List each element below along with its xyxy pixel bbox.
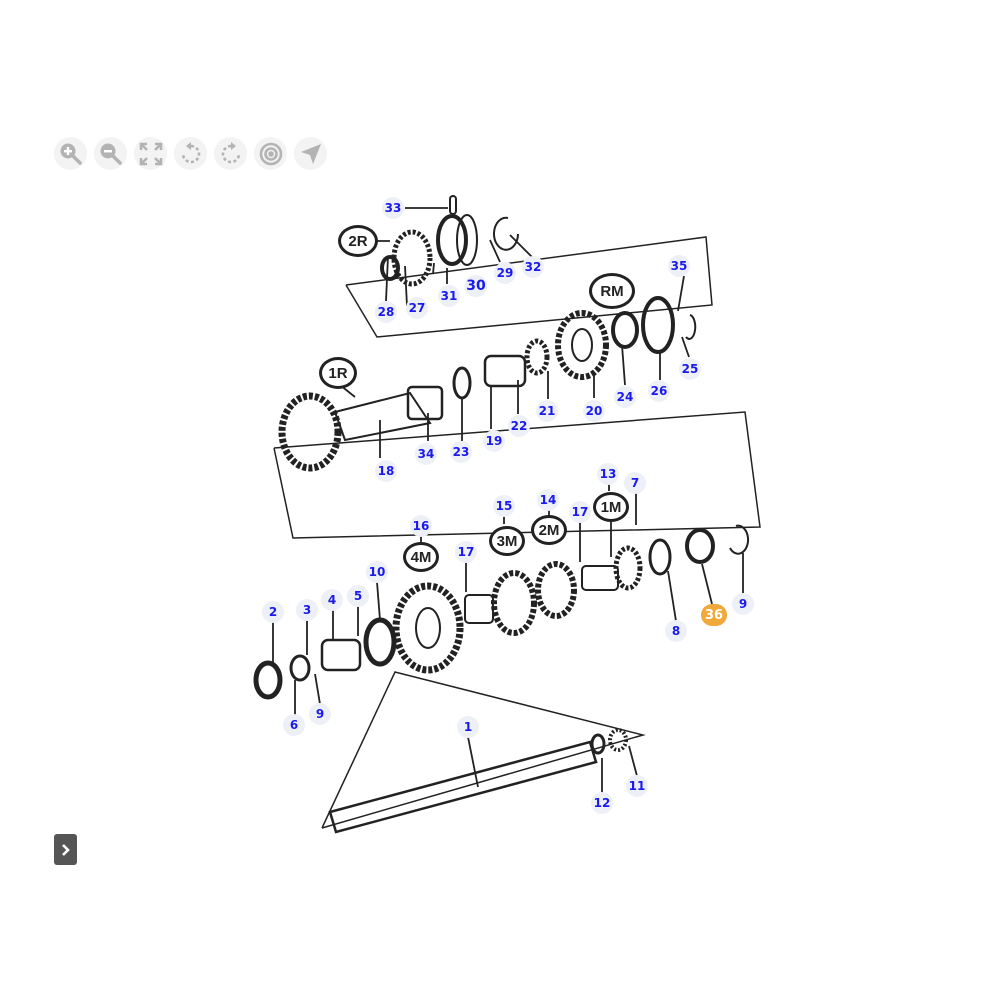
part-callout[interactable]: 7 <box>624 472 646 494</box>
part-callout[interactable]: 21 <box>536 400 558 422</box>
part-callout[interactable]: 13 <box>597 463 619 485</box>
zoom-in-button[interactable] <box>54 137 87 170</box>
rotate-left-button[interactable] <box>174 137 207 170</box>
zoom-out-icon <box>100 143 122 165</box>
part-callout[interactable]: 34 <box>415 443 437 465</box>
group-label-rm: RM <box>589 273 635 309</box>
part-callout[interactable]: 5 <box>347 585 369 607</box>
part-callout[interactable]: 26 <box>648 380 670 402</box>
target-button[interactable] <box>254 137 287 170</box>
part-callout[interactable]: 33 <box>382 197 404 219</box>
part-callout-selected[interactable]: 36 <box>701 604 727 626</box>
bracket-2r <box>345 236 713 338</box>
part-callout[interactable]: 11 <box>626 775 648 797</box>
zoom-out-button[interactable] <box>94 137 127 170</box>
fit-screen-icon <box>139 142 162 165</box>
part-callout[interactable]: 23 <box>450 441 472 463</box>
target-icon <box>259 142 282 165</box>
zoom-in-icon <box>60 143 82 165</box>
part-callout[interactable]: 17 <box>569 501 591 523</box>
part-callout[interactable]: 4 <box>321 589 343 611</box>
expand-panel-button[interactable] <box>54 834 77 865</box>
part-callout[interactable]: 20 <box>583 400 605 422</box>
part-callout[interactable]: 19 <box>483 430 505 452</box>
part-callout[interactable]: 29 <box>494 262 516 284</box>
part-callout[interactable]: 22 <box>508 415 530 437</box>
rotate-left-icon <box>181 141 200 163</box>
part-callout[interactable]: 30 <box>464 275 488 297</box>
group-label-3m: 3M <box>489 526 525 556</box>
locate-button[interactable] <box>294 137 327 170</box>
bracket-1r <box>273 411 761 539</box>
part-callout[interactable]: 14 <box>537 489 559 511</box>
part-callout[interactable]: 25 <box>679 358 701 380</box>
part-callout[interactable]: 6 <box>283 714 305 736</box>
part-callout[interactable]: 24 <box>614 386 636 408</box>
part-callout[interactable]: 9 <box>309 703 331 725</box>
part-callout[interactable]: 1 <box>457 716 479 738</box>
part-callout[interactable]: 8 <box>665 620 687 642</box>
part-callout[interactable]: 31 <box>438 285 460 307</box>
part-callout[interactable]: 15 <box>493 495 515 517</box>
part-callout[interactable]: 16 <box>410 515 432 537</box>
part-callout[interactable]: 32 <box>522 256 544 278</box>
group-label-2m: 2M <box>531 515 567 545</box>
part-callout[interactable]: 3 <box>296 599 318 621</box>
group-label-1m: 1M <box>593 492 629 522</box>
group-label-4m: 4M <box>403 542 439 572</box>
fit-screen-button[interactable] <box>134 137 167 170</box>
part-callout[interactable]: 18 <box>375 460 397 482</box>
part-callout[interactable]: 9 <box>732 593 754 615</box>
rotate-right-icon <box>221 141 240 163</box>
part-callout[interactable]: 17 <box>455 541 477 563</box>
part-callout[interactable]: 2 <box>262 601 284 623</box>
part-callout[interactable]: 10 <box>366 561 388 583</box>
rotate-right-button[interactable] <box>214 137 247 170</box>
bracket-shaft <box>321 671 646 829</box>
group-label-1r: 1R <box>319 357 357 389</box>
group-label-2r: 2R <box>338 225 378 257</box>
part-callout[interactable]: 27 <box>406 297 428 319</box>
part-callout[interactable]: 35 <box>668 255 690 277</box>
part-callout[interactable]: 12 <box>591 792 613 814</box>
locate-arrow-icon <box>300 143 321 164</box>
chevron-right-icon <box>61 843 70 856</box>
part-callout[interactable]: 28 <box>375 301 397 323</box>
